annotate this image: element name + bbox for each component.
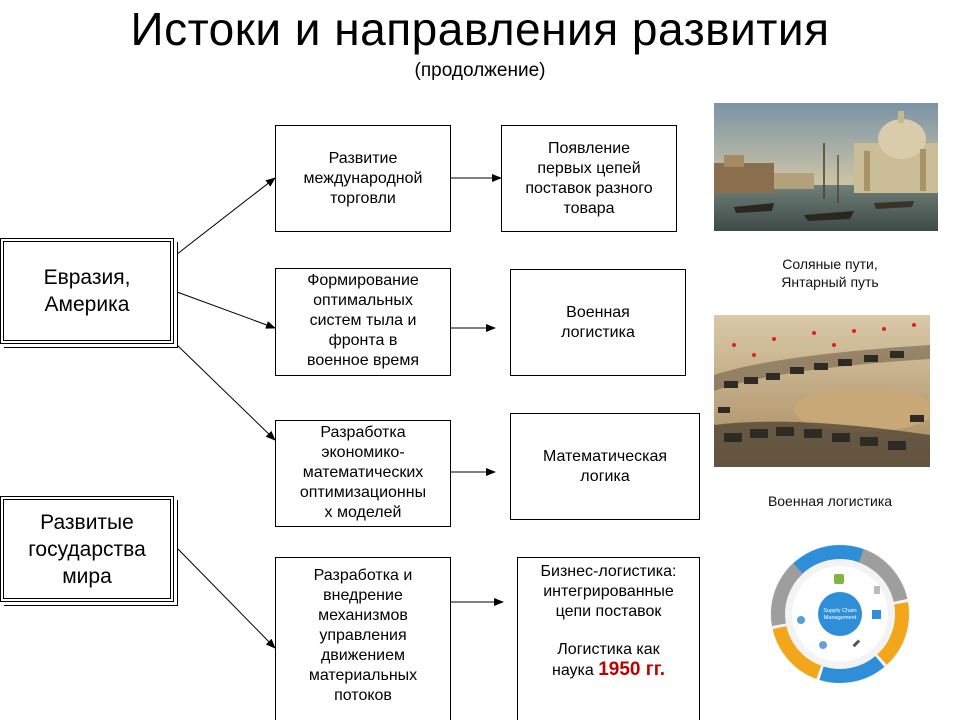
scm-wheel-image: Supply Chain Management [768,542,912,686]
scm-wheel-center-label: Management [824,615,857,621]
slide-subtitle: (продолжение) [414,60,546,81]
result-military-logistics: Военная логистика [510,269,686,376]
result-mathematical-logic: Математическая логика [510,413,700,520]
result-business-logistics: Бизнес-логистика: интегрированные цепи п… [517,557,700,720]
years-highlight: 1950 гг. [598,659,665,680]
direction-rear-front-systems: Формирование оптимальных систем тыла и ф… [275,268,451,376]
scm-wheel: Supply Chain Management [770,544,910,684]
result-first-supply-chains: Появление первых цепей поставок разного … [501,125,677,232]
puzzle-icon [834,574,844,584]
slide-title: Истоки и направления развития [130,3,830,55]
scm-wheel-center-label: Supply Chain [823,608,856,614]
arrow-eurasia-trade [171,177,276,259]
document-icon [874,586,880,594]
direction-material-flows: Разработка и внедрение механизмов управл… [275,557,451,720]
wrench-icon [852,639,861,648]
military-tanks-image [714,315,930,467]
logistics-science-line: Логистика как наука 1950 гг. [551,641,665,680]
arrow-eurasia-models [176,344,276,441]
direction-optimization-models: Разработка экономико- математических опт… [275,420,451,527]
venice-painting-image [714,103,938,231]
arrow-eurasia-rear [176,291,276,329]
chart-icon [872,610,881,619]
direction-international-trade: Развитие международной торговли [275,125,451,232]
caption-military-logistics: Военная логистика [767,493,893,509]
cloud-icon [797,616,805,624]
gear-icon [819,641,827,649]
source-developed-states: Развитые государства мира [0,496,174,602]
arrow-developed-flows [176,547,276,649]
caption-salt-amber-routes: Соляные пути, Янтарный путь [781,256,879,290]
business-logistics-text: Бизнес-логистика: интегрированные цепи п… [540,563,677,620]
source-eurasia-america: Евразия, Америка [0,238,174,344]
